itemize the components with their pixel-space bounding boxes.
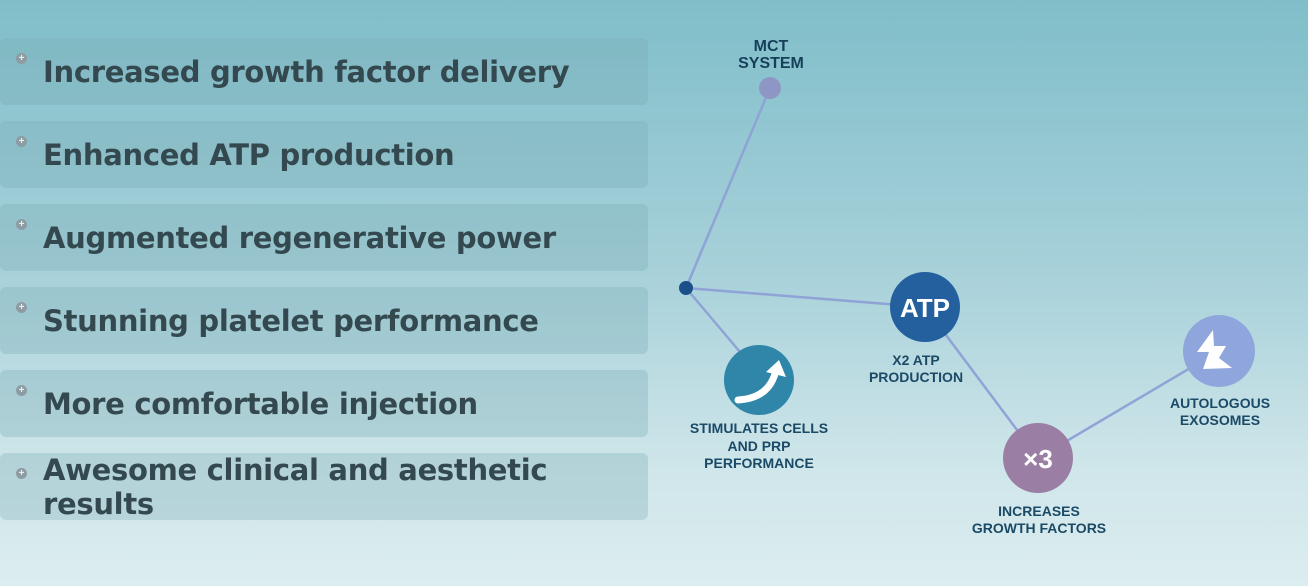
plus-circle-icon: + bbox=[16, 136, 27, 147]
mct-node bbox=[759, 77, 781, 99]
benefit-text: Stunning platelet performance bbox=[43, 303, 539, 338]
atp-label-line1: X2 ATP bbox=[892, 352, 939, 368]
connector-hub-atp bbox=[685, 286, 926, 309]
plus-circle-icon: + bbox=[16, 385, 27, 396]
growth-label-line2: GROWTH FACTORS bbox=[972, 520, 1106, 536]
benefit-list: + Increased growth factor delivery + Enh… bbox=[0, 38, 648, 536]
mct-label-line2: SYSTEM bbox=[738, 55, 804, 72]
benefit-item: + More comfortable injection bbox=[0, 370, 648, 437]
curved-arrow-up-icon bbox=[734, 360, 786, 404]
benefit-text: Augmented regenerative power bbox=[43, 220, 556, 255]
exosomes-label-line1: AUTOLOGOUS bbox=[1170, 395, 1270, 411]
stimulates-node bbox=[724, 345, 794, 415]
exosomes-label-line2: EXOSOMES bbox=[1180, 412, 1260, 428]
benefit-item: + Enhanced ATP production bbox=[0, 121, 648, 188]
atp-badge: ATP bbox=[900, 293, 950, 323]
plus-circle-icon: + bbox=[16, 468, 27, 479]
growth-label-line1: INCREASES bbox=[998, 503, 1080, 519]
benefit-item: + Stunning platelet performance bbox=[0, 287, 648, 354]
benefit-item: + Augmented regenerative power bbox=[0, 204, 648, 271]
atp-label-line2: PRODUCTION bbox=[869, 369, 963, 385]
benefit-text: Increased growth factor delivery bbox=[43, 54, 570, 89]
growth-badge: ×3 bbox=[1023, 444, 1053, 474]
benefit-item: + Awesome clinical and aesthetic results bbox=[0, 452, 648, 521]
benefit-item: + Increased growth factor delivery bbox=[0, 38, 648, 105]
mct-label-line1: MCT bbox=[754, 38, 789, 55]
stimulates-label-line3: PERFORMANCE bbox=[704, 455, 814, 471]
benefit-text: Awesome clinical and aesthetic results bbox=[43, 452, 548, 521]
hub-node bbox=[679, 281, 693, 295]
stimulates-label-line1: STIMULATES CELLS bbox=[690, 420, 828, 436]
plus-circle-icon: + bbox=[16, 302, 27, 313]
lightning-bolt-icon bbox=[1197, 330, 1232, 369]
stimulates-label-line2: AND PRP bbox=[727, 438, 790, 454]
connector-hub-mct bbox=[684, 87, 772, 289]
exosomes-node bbox=[1183, 315, 1255, 387]
benefit-text: More comfortable injection bbox=[43, 386, 478, 421]
growth-node bbox=[1003, 423, 1073, 493]
plus-circle-icon: + bbox=[16, 219, 27, 230]
plus-circle-icon: + bbox=[16, 53, 27, 64]
connector-hub-stimulates bbox=[685, 287, 741, 353]
benefit-text: Enhanced ATP production bbox=[43, 137, 455, 172]
atp-node bbox=[890, 272, 960, 342]
